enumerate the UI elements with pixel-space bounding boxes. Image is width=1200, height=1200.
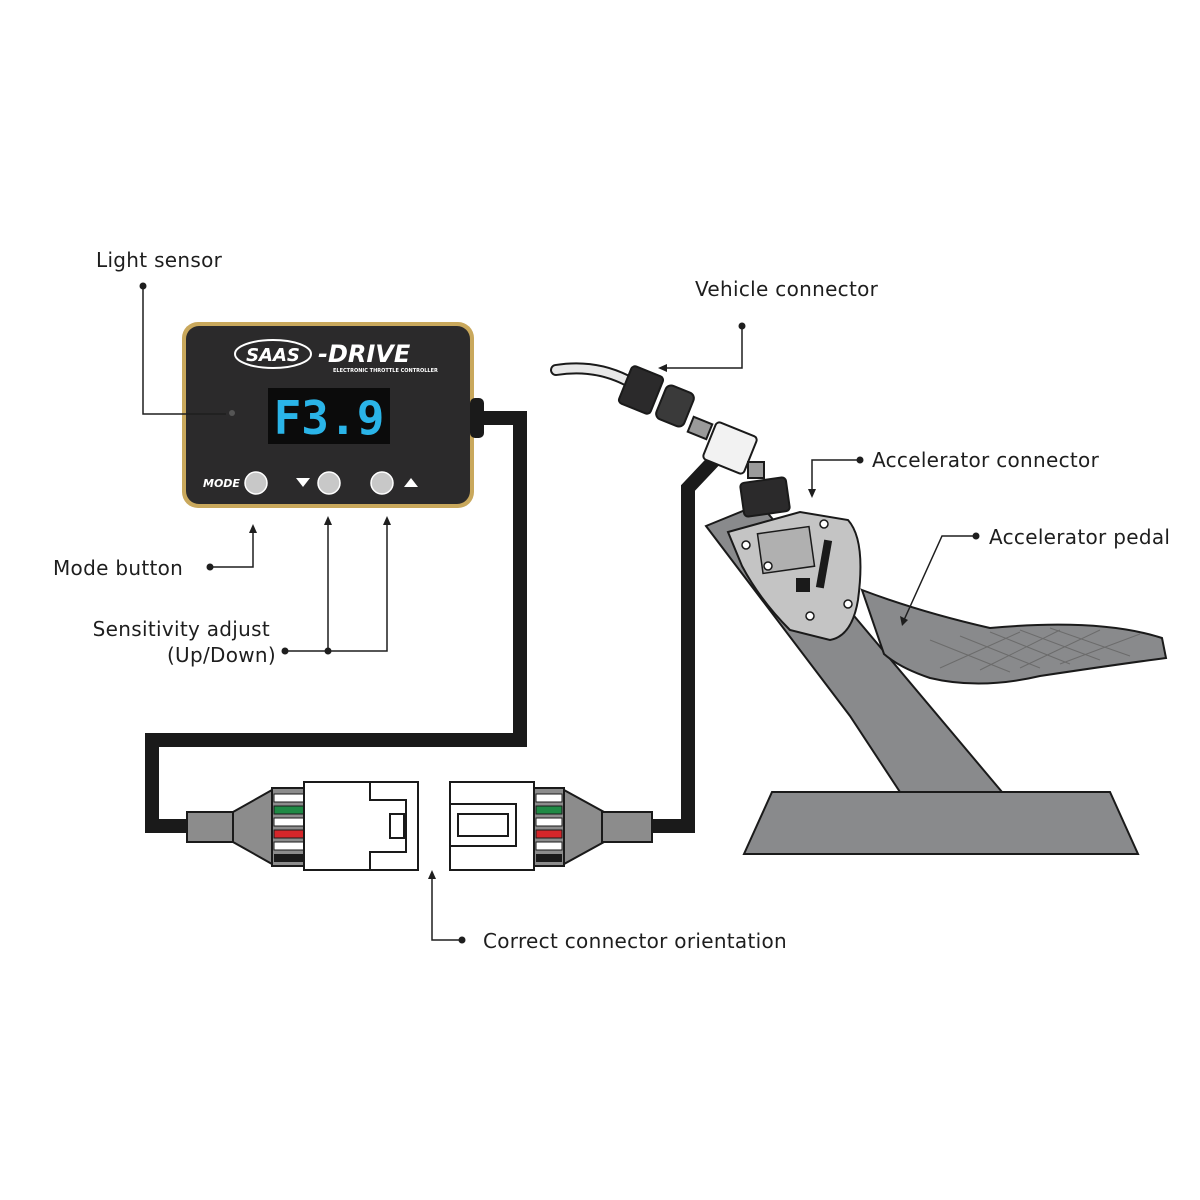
leader-lines (142, 286, 976, 941)
cable-grommet (470, 398, 484, 438)
led-display (268, 388, 390, 444)
label-accelerator-pedal: Accelerator pedal (989, 525, 1171, 549)
label-sensitivity-updown: (Up/Down) (166, 643, 276, 667)
red-wire (273, 829, 305, 839)
label-mode-button: Mode button (53, 556, 184, 580)
label-correct-orientation: Correct connector orientation (483, 929, 788, 953)
pedal-base (742, 791, 1140, 855)
light-sensor (229, 410, 235, 416)
brand-logo-text: SAAS (246, 345, 300, 366)
label-light-sensor: Light sensor (96, 248, 223, 272)
mode-button[interactable] (244, 471, 268, 495)
display-value: F3.9 (274, 391, 385, 445)
down-arrow-icon (296, 478, 310, 487)
controller-connector (186, 781, 419, 871)
up-button[interactable] (370, 471, 394, 495)
mode-label: MODE (203, 477, 240, 490)
leader-arrowheads (249, 364, 908, 879)
up-arrow-icon (404, 478, 418, 487)
harness-cable (640, 447, 728, 833)
controller-cable (145, 411, 527, 833)
harness-connector (449, 781, 653, 871)
product-name: -DRIVE (318, 340, 411, 368)
label-vehicle-connector: Vehicle connector (695, 277, 879, 301)
vehicle-plug-assembly (550, 362, 791, 518)
accelerator-connector (739, 476, 791, 518)
label-sensitivity-adjust: Sensitivity adjust (92, 617, 270, 641)
down-button[interactable] (317, 471, 341, 495)
saas-logo: SAAS (234, 339, 312, 369)
label-accelerator-connector: Accelerator connector (872, 448, 1100, 472)
throttle-controller: SAAS -DRIVE ELECTRONIC THROTTLE CONTROLL… (182, 322, 484, 508)
vehicle-connector (617, 365, 665, 415)
product-tagline: ELECTRONIC THROTTLE CONTROLLER (333, 368, 438, 374)
leader-dots (139, 282, 980, 944)
pedal-lever (860, 588, 1168, 685)
accelerator-pedal (704, 502, 1168, 855)
adapter-housing (702, 421, 758, 475)
green-wire (273, 805, 305, 815)
